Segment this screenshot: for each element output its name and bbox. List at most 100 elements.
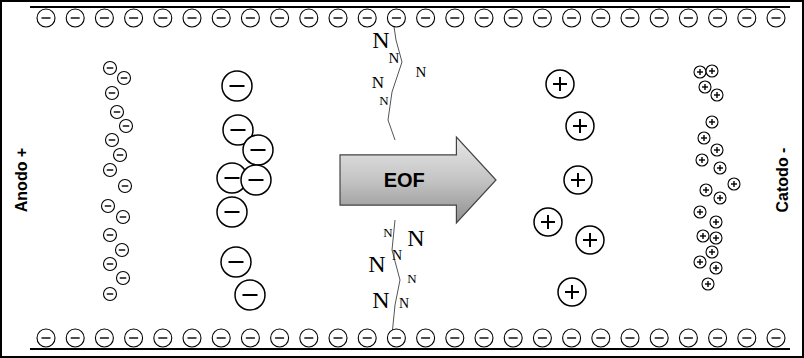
anion-symbol: [329, 329, 347, 347]
anion-symbol: [154, 9, 172, 27]
anion-symbol: [66, 9, 84, 27]
anion-symbol: [66, 329, 84, 347]
electrode-label: Catodo -: [775, 148, 791, 213]
cation-symbol: [728, 178, 740, 190]
anion-symbol: [446, 329, 464, 347]
anion-symbol: [104, 258, 117, 271]
cation-symbol: [714, 192, 726, 204]
anion-symbol: [533, 329, 551, 347]
anion-symbol: [621, 9, 639, 27]
neutral-species-label: N: [372, 74, 384, 91]
arrow-label: EOF: [384, 169, 425, 192]
cation-symbol: [714, 162, 726, 174]
anion-symbol: [106, 87, 119, 100]
anion-symbol: [592, 329, 610, 347]
cation-symbol: [710, 262, 722, 274]
anion-symbol: [221, 247, 251, 277]
neutral-species-label: N: [416, 65, 427, 80]
cation-symbol: [698, 132, 710, 144]
cation-symbol: [702, 278, 714, 290]
anion-symbol: [300, 9, 318, 27]
capillary-wall: [30, 348, 790, 350]
anion-symbol: [679, 329, 697, 347]
anion-symbol: [358, 9, 376, 27]
capillary-wall: [30, 6, 790, 8]
cation-symbol: [711, 144, 723, 156]
cation-symbol: [710, 216, 722, 228]
neutral-front-line: [392, 220, 400, 335]
anion-symbol: [271, 329, 289, 347]
anion-symbol: [104, 164, 117, 177]
cation-symbol: [546, 70, 574, 98]
cation-symbol: [564, 166, 592, 194]
anion-symbol: [37, 9, 55, 27]
anion-symbol: [95, 329, 113, 347]
anion-symbol: [417, 329, 435, 347]
anion-symbol: [563, 9, 581, 27]
neutral-species-label: N: [399, 297, 409, 311]
anion-symbol: [650, 329, 668, 347]
neutral-species-label: N: [407, 272, 416, 285]
anion-symbol: [120, 120, 133, 133]
anion-symbol: [417, 9, 435, 27]
cation-symbol: [694, 66, 706, 78]
anion-symbol: [212, 329, 230, 347]
electrode-label: Anodo +: [14, 148, 30, 212]
anion-symbol: [446, 9, 464, 27]
anion-symbol: [114, 149, 127, 162]
anion-symbol: [358, 329, 376, 347]
anion-symbol: [104, 62, 117, 75]
anion-symbol: [212, 9, 230, 27]
anion-symbol: [504, 9, 522, 27]
anion-symbol: [271, 9, 289, 27]
anion-symbol: [183, 9, 201, 27]
anion-symbol: [475, 329, 493, 347]
anion-symbol: [235, 280, 265, 310]
anion-symbol: [592, 9, 610, 27]
flow-arrow: EOF: [338, 135, 498, 225]
cation-symbol: [534, 208, 562, 236]
anion-symbol: [621, 329, 639, 347]
anion-symbol: [241, 9, 259, 27]
anion-symbol: [650, 9, 668, 27]
anion-symbol: [475, 9, 493, 27]
anion-symbol: [125, 9, 143, 27]
cation-symbol: [694, 256, 706, 268]
anion-symbol: [154, 329, 172, 347]
anion-symbol: [37, 329, 55, 347]
anion-symbol: [738, 9, 756, 27]
anion-symbol: [119, 180, 132, 193]
anion-symbol: [563, 329, 581, 347]
anion-symbol: [679, 9, 697, 27]
cation-symbol: [706, 116, 718, 128]
neutral-species-label: N: [392, 249, 402, 263]
anion-symbol: [111, 106, 124, 119]
neutral-species-label: N: [389, 51, 400, 66]
neutral-species-label: N: [407, 226, 424, 250]
anion-symbol: [243, 135, 273, 165]
anion-symbol: [116, 244, 129, 257]
anion-symbol: [709, 9, 727, 27]
neutral-species-label: N: [372, 288, 389, 312]
anion-symbol: [104, 288, 117, 301]
neutral-species-label: N: [372, 28, 389, 52]
anion-symbol: [117, 272, 130, 285]
anion-symbol: [329, 9, 347, 27]
anion-symbol: [106, 134, 119, 147]
anion-symbol: [102, 200, 115, 213]
cation-symbol: [558, 278, 586, 306]
neutral-species-label: N: [368, 252, 385, 276]
anion-symbol: [767, 329, 785, 347]
anion-symbol: [125, 329, 143, 347]
cation-symbol: [711, 89, 723, 101]
neutral-species-label: N: [383, 226, 392, 239]
anion-symbol: [533, 9, 551, 27]
neutral-species-label: N: [379, 94, 388, 107]
anion-symbol: [183, 329, 201, 347]
anion-symbol: [95, 9, 113, 27]
cation-symbol: [706, 65, 718, 77]
anion-symbol: [387, 9, 405, 27]
anion-symbol: [222, 71, 252, 101]
